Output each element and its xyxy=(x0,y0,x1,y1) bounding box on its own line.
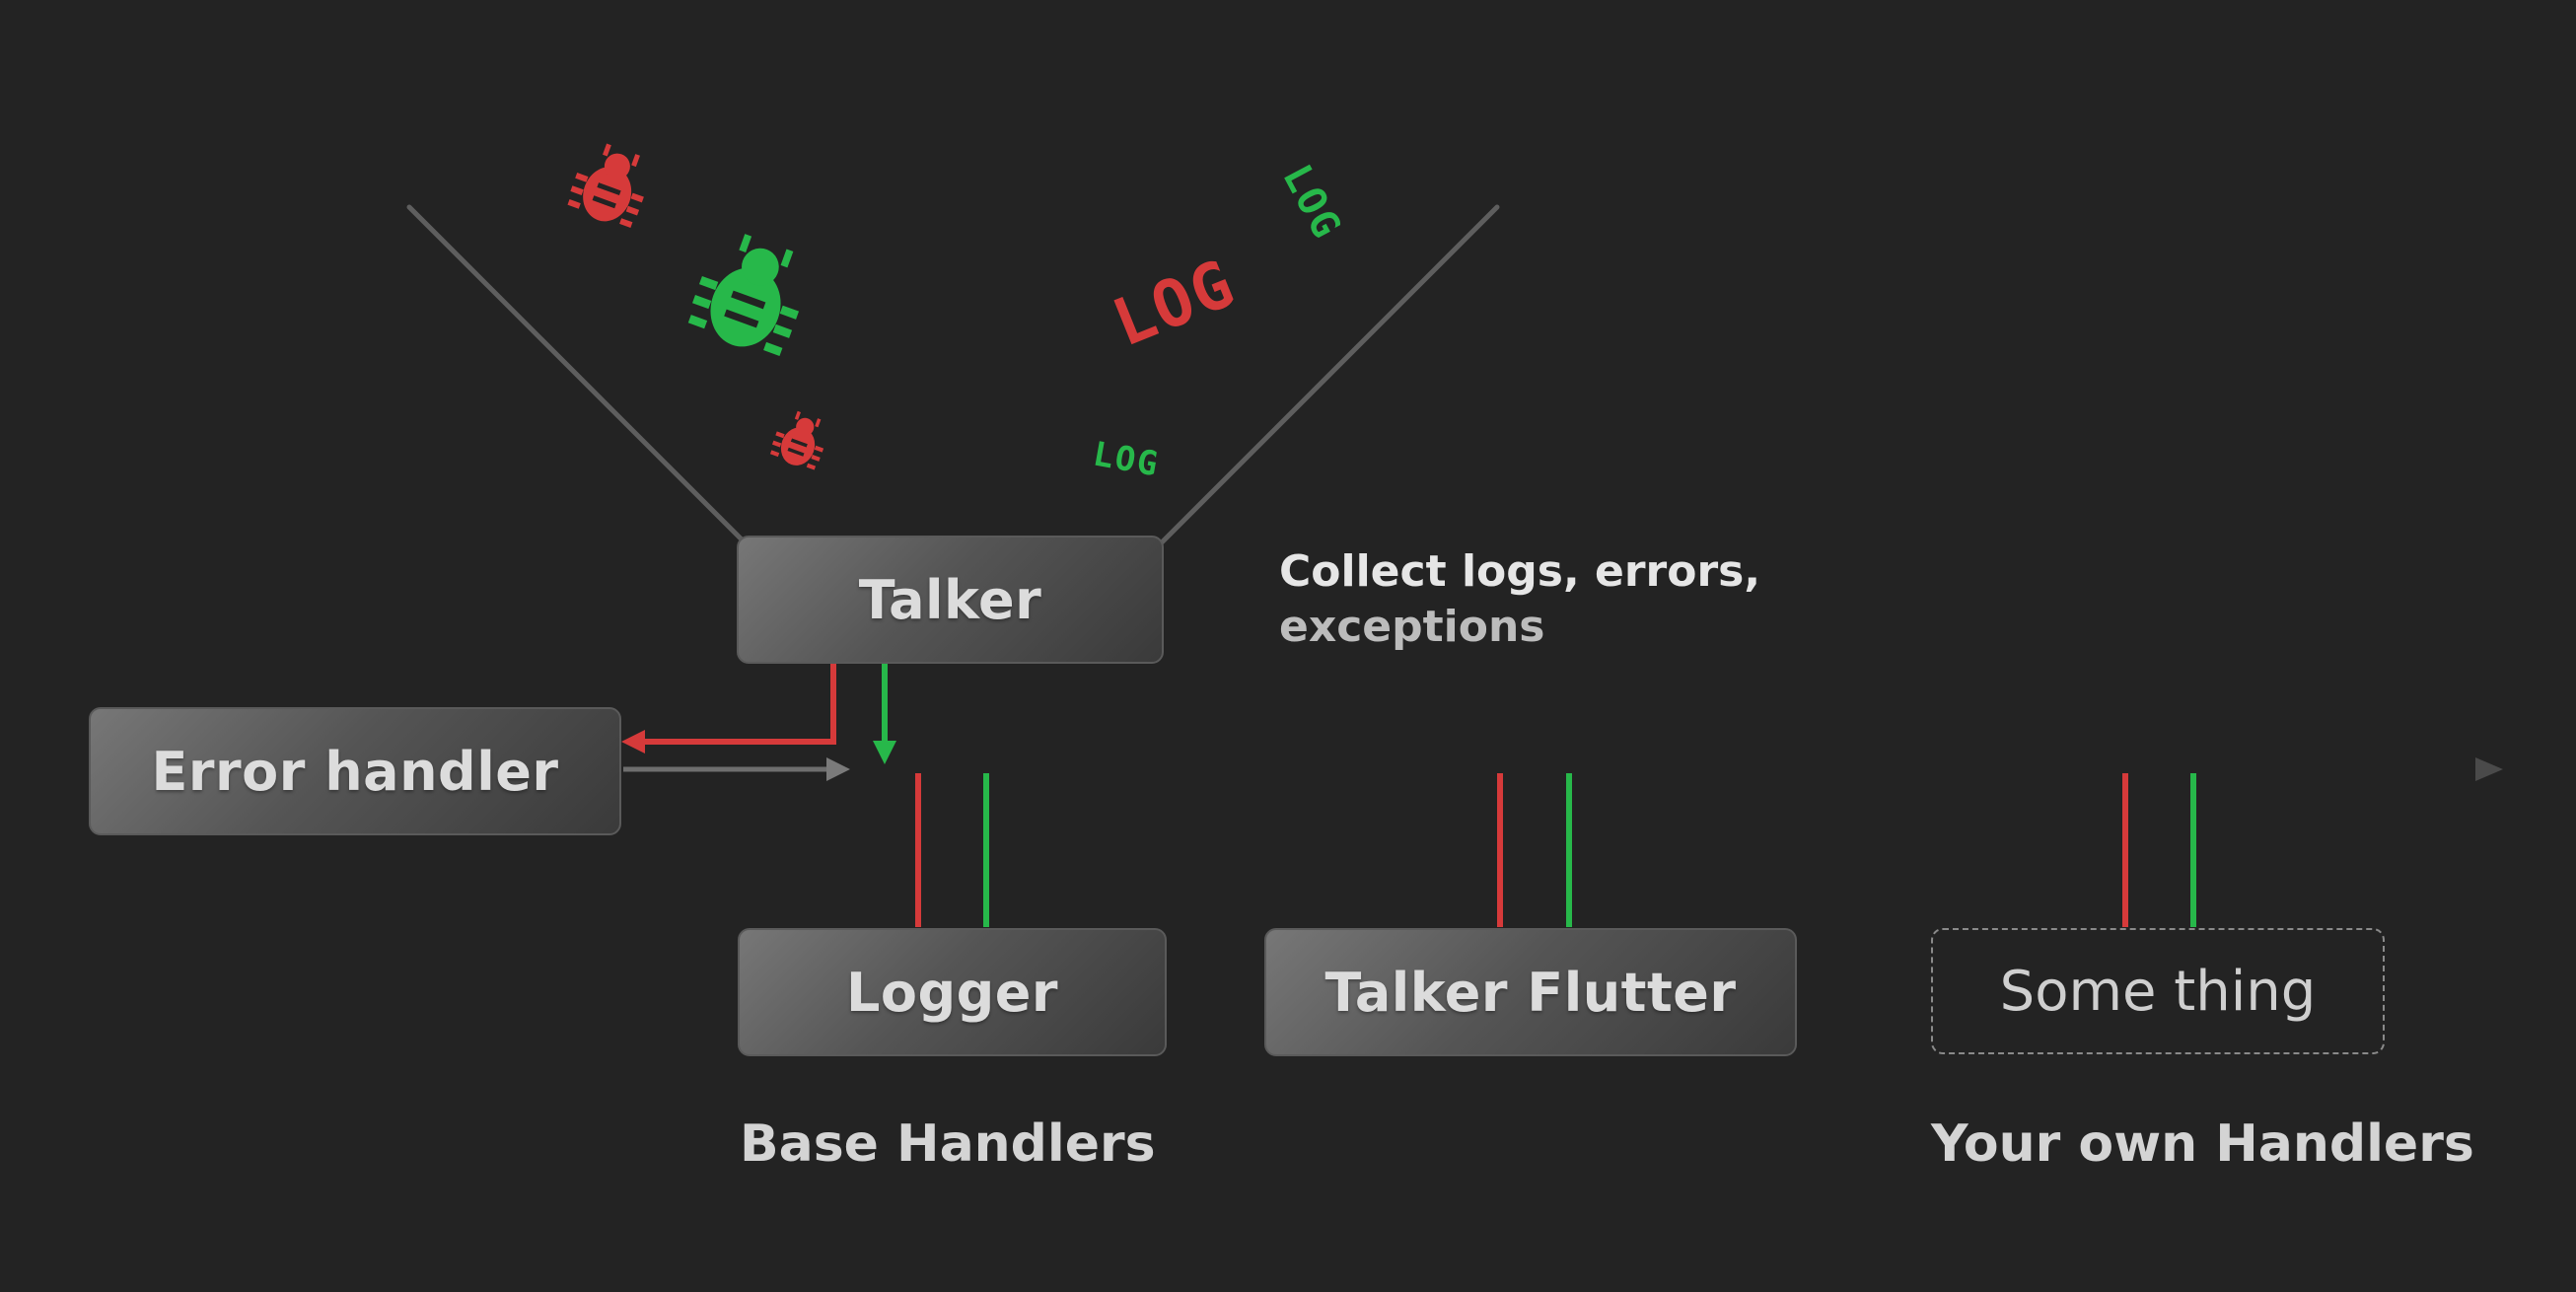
base-handlers-caption: Base Handlers xyxy=(740,1114,1156,1174)
custom-handler-label: Some thing xyxy=(1999,959,2317,1024)
talker-box: Talker xyxy=(737,536,1164,664)
bug-icon xyxy=(687,234,800,357)
error-handler-label: Error handler xyxy=(151,740,559,803)
talker-label: Talker xyxy=(858,568,1042,631)
error-handler-output-arrowhead xyxy=(826,757,850,781)
custom-handler-box: Some thing xyxy=(1931,928,2385,1054)
talker-to-error-handler-arrow xyxy=(641,664,836,745)
bug-icon xyxy=(769,410,824,470)
talker-description: Collect logs, errors, exceptions xyxy=(1279,544,1760,655)
funnel-right-wall xyxy=(1159,204,1500,545)
own-handlers-caption: Your own Handlers xyxy=(1931,1114,2474,1174)
talker-description-line1: Collect logs, errors, xyxy=(1279,546,1761,597)
funnel-left-wall xyxy=(406,204,748,545)
talker-to-bus-arrowhead xyxy=(873,741,896,764)
event-bus-arrowhead xyxy=(2475,757,2503,781)
talker-description-line2: exceptions xyxy=(1279,602,1545,652)
talker-flutter-label: Talker Flutter xyxy=(1324,961,1737,1024)
logger-box: Logger xyxy=(738,928,1167,1056)
logger-label: Logger xyxy=(845,961,1059,1024)
error-handler-box: Error handler xyxy=(89,707,621,835)
bug-icon xyxy=(567,143,644,228)
talker-flutter-box: Talker Flutter xyxy=(1264,928,1797,1056)
talker-to-error-handler-arrowhead xyxy=(621,730,645,754)
